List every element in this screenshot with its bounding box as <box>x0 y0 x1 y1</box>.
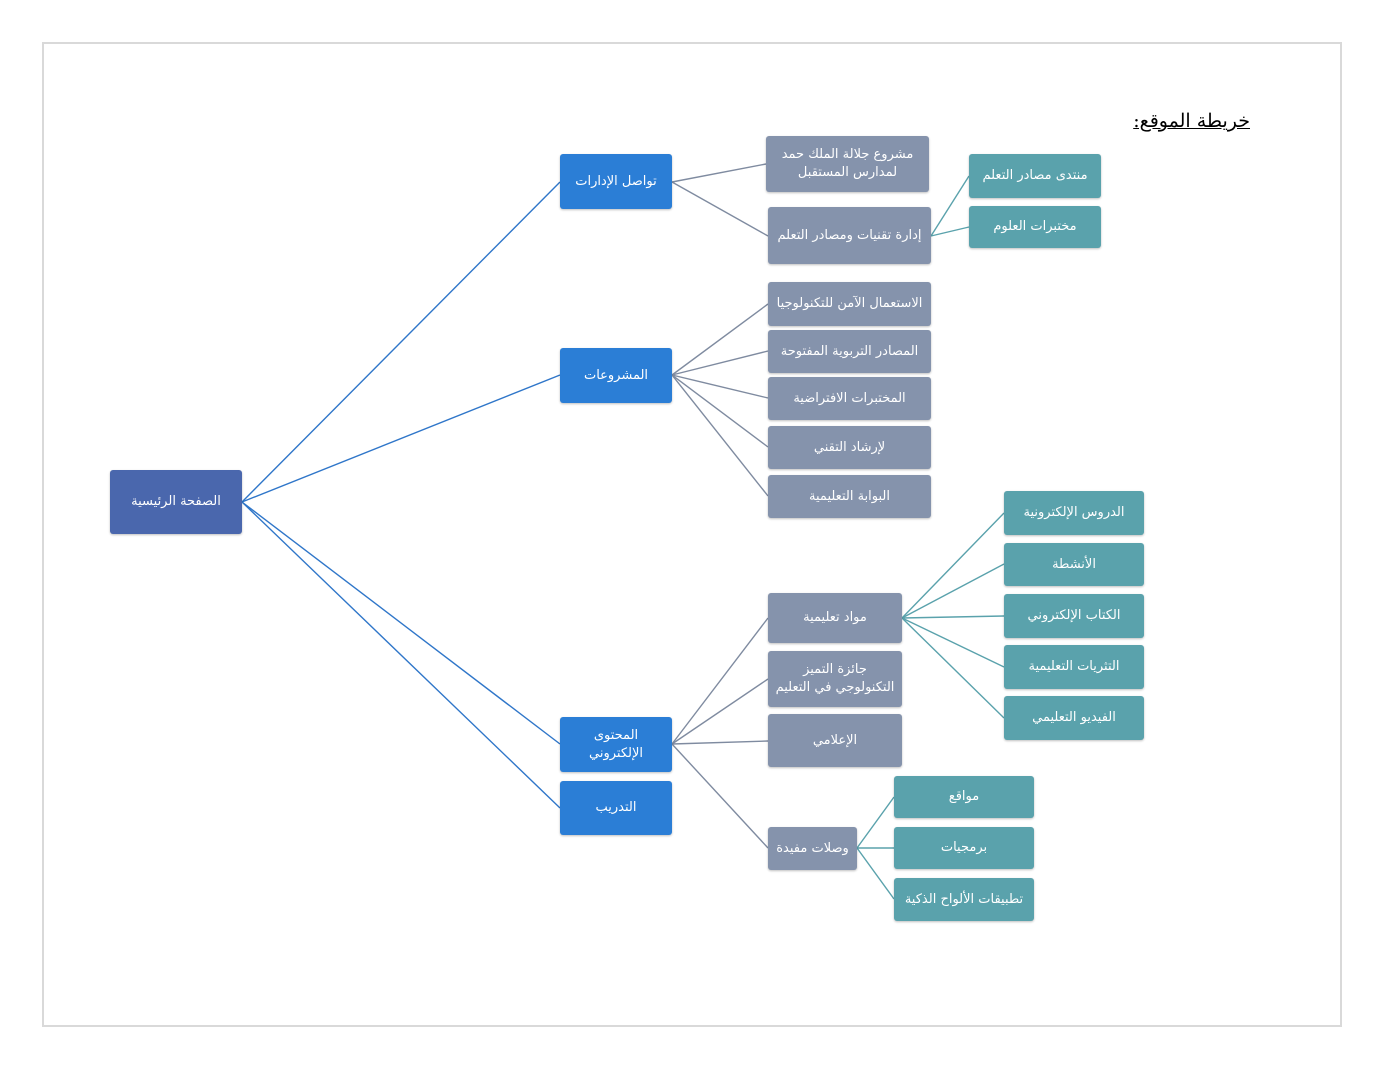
connector-admin-tech <box>671 181 769 237</box>
page-title: خريطة الموقع: <box>1133 110 1250 132</box>
node-educational-portal[interactable]: البوابة التعليمية <box>768 475 931 518</box>
node-projects[interactable]: المشروعات <box>560 348 672 403</box>
node-smart-tablet-apps[interactable]: تطبيقات الألواح الذكية <box>894 878 1034 921</box>
node-activities[interactable]: الأنشطة <box>1004 543 1144 586</box>
node-e-lessons[interactable]: الدروس الإلكترونية <box>1004 491 1144 535</box>
connector-projects-oer <box>671 350 769 376</box>
node-educational-materials[interactable]: مواد تعليمية <box>768 593 902 643</box>
connector-projects-safe <box>671 303 769 376</box>
connector-econtent-links <box>671 743 769 849</box>
node-training[interactable]: التدريب <box>560 781 672 835</box>
node-useful-links[interactable]: وصلات مفيدة <box>768 827 857 870</box>
connector-projects-portal <box>671 374 769 497</box>
connector-econtent-media <box>671 740 769 745</box>
node-virtual-labs[interactable]: المختبرات الافتراضية <box>768 377 931 420</box>
connector-materials-ebook <box>901 615 1005 619</box>
node-science-labs[interactable]: مختبرات العلوم <box>969 206 1101 248</box>
node-e-book[interactable]: الكتاب الإلكتروني <box>1004 594 1144 638</box>
connector-materials-enrich <box>901 617 1005 668</box>
node-tech-excellence-award[interactable]: جائزة التميز التكنولوجي في التعليم <box>768 651 902 707</box>
node-educational-enrichments[interactable]: التثريات التعليمية <box>1004 645 1144 689</box>
root-connectors <box>241 181 561 809</box>
connector-root-admin <box>241 181 561 503</box>
connector-econtent-award <box>671 678 769 745</box>
connector-tech-science <box>930 226 970 237</box>
node-software[interactable]: برمجيات <box>894 827 1034 869</box>
node-home[interactable]: الصفحة الرئيسية <box>110 470 242 534</box>
node-resources-forum[interactable]: منتدى مصادر التعلم <box>969 154 1101 198</box>
connector-tech-forum <box>930 175 970 237</box>
connector-root-econtent <box>241 501 561 745</box>
node-technical-guidance[interactable]: لإرشاد التقني <box>768 426 931 469</box>
node-websites[interactable]: مواقع <box>894 776 1034 818</box>
connector-links-websites <box>856 796 895 849</box>
node-admin-communication[interactable]: تواصل الإدارات <box>560 154 672 209</box>
node-king-hamad-project[interactable]: مشروع جلالة الملك حمد لمدارس المستقبل <box>766 136 929 192</box>
node-safe-technology-use[interactable]: الاستعمال الآمن للتكنولوجيا <box>768 282 931 326</box>
connector-materials-lessons <box>901 512 1005 619</box>
node-open-educational-resources[interactable]: المصادر التربوية المفتوحة <box>768 330 931 373</box>
connector-materials-activities <box>901 563 1005 619</box>
page-frame <box>42 42 1342 1027</box>
level2-connectors <box>856 175 1005 900</box>
connector-links-tablets <box>856 847 895 900</box>
connector-projects-guidance <box>671 374 769 448</box>
node-media[interactable]: الإعلامي <box>768 714 902 767</box>
connector-admin-king <box>671 163 767 183</box>
connector-root-training <box>241 501 561 809</box>
node-tech-resources-management[interactable]: إدارة تقنيات ومصادر التعلم <box>768 207 931 264</box>
level1-connectors <box>671 163 769 849</box>
node-e-content[interactable]: المحتوى الإلكتروني <box>560 717 672 772</box>
connector-root-projects <box>241 374 561 503</box>
connector-projects-vlabs <box>671 374 769 399</box>
node-educational-video[interactable]: الفيديو التعليمي <box>1004 696 1144 740</box>
connector-materials-video <box>901 617 1005 719</box>
connector-econtent-materials <box>671 617 769 745</box>
